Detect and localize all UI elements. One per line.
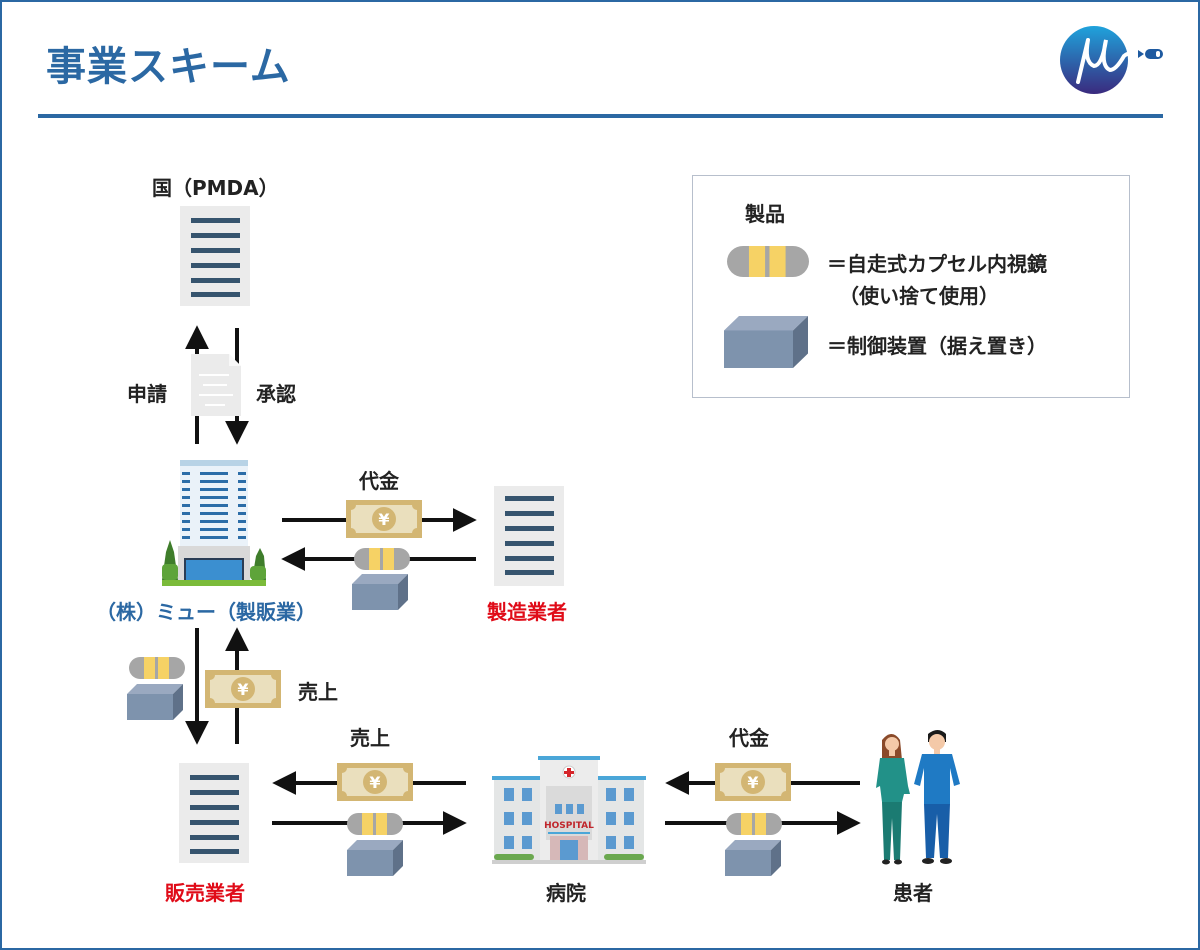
- capsule-icon: [354, 548, 410, 570]
- patient-label: 患者: [893, 881, 933, 905]
- legend-capsule-label: ＝自走式カプセル内視鏡: [827, 252, 1047, 276]
- application-label: 申請: [127, 382, 167, 406]
- hospital-label: 病院: [546, 881, 586, 905]
- legend-capsule-sublabel: （使い捨て使用）: [839, 284, 999, 308]
- office-building-icon: [162, 460, 266, 586]
- control-device-icon: [352, 574, 408, 610]
- capsule-icon: [347, 813, 403, 835]
- legend-device-label: ＝制御装置（据え置き）: [827, 334, 1047, 358]
- mu-label: （株）ミュー（製販業）: [96, 600, 316, 624]
- capsule-icon: [727, 246, 809, 277]
- mu-logo-icon: [1060, 26, 1163, 94]
- sales-label-distributor: 売上: [350, 726, 390, 750]
- hospital-icon: HOSPITAL: [492, 756, 646, 864]
- capsule-icon: [129, 657, 185, 679]
- control-device-icon: [725, 840, 781, 876]
- sales-label-mu: 売上: [298, 680, 338, 704]
- distributor-label: 販売業者: [165, 881, 245, 905]
- approval-label: 承認: [256, 382, 296, 406]
- manufacturer-label: 製造業者: [487, 600, 567, 624]
- payment-label-manufacturer: 代金: [359, 469, 399, 493]
- pmda-document-icon: [180, 206, 250, 306]
- application-paper-icon: [191, 354, 241, 416]
- manufacturer-document-icon: [494, 486, 564, 586]
- page-title: 事業スキーム: [46, 44, 291, 90]
- distributor-document-icon: [179, 763, 249, 863]
- control-device-icon: [724, 316, 808, 368]
- control-device-icon: [127, 684, 183, 720]
- yen-bill-icon: [346, 500, 422, 538]
- yen-bill-icon: [205, 670, 281, 708]
- patients-icon: [876, 730, 960, 865]
- legend-title: 製品: [745, 202, 785, 226]
- pmda-label: 国（PMDA）: [152, 176, 279, 200]
- title-underline: [38, 114, 1163, 118]
- capsule-icon: [726, 813, 782, 835]
- payment-label-hospital: 代金: [729, 726, 769, 750]
- yen-bill-icon: [715, 763, 791, 801]
- product-legend: 製品 ＝自走式カプセル内視鏡 （使い捨て使用） ＝制御装置（据え置き）: [692, 175, 1130, 398]
- yen-bill-icon: [337, 763, 413, 801]
- control-device-icon: [347, 840, 403, 876]
- svg-text:HOSPITAL: HOSPITAL: [544, 821, 594, 831]
